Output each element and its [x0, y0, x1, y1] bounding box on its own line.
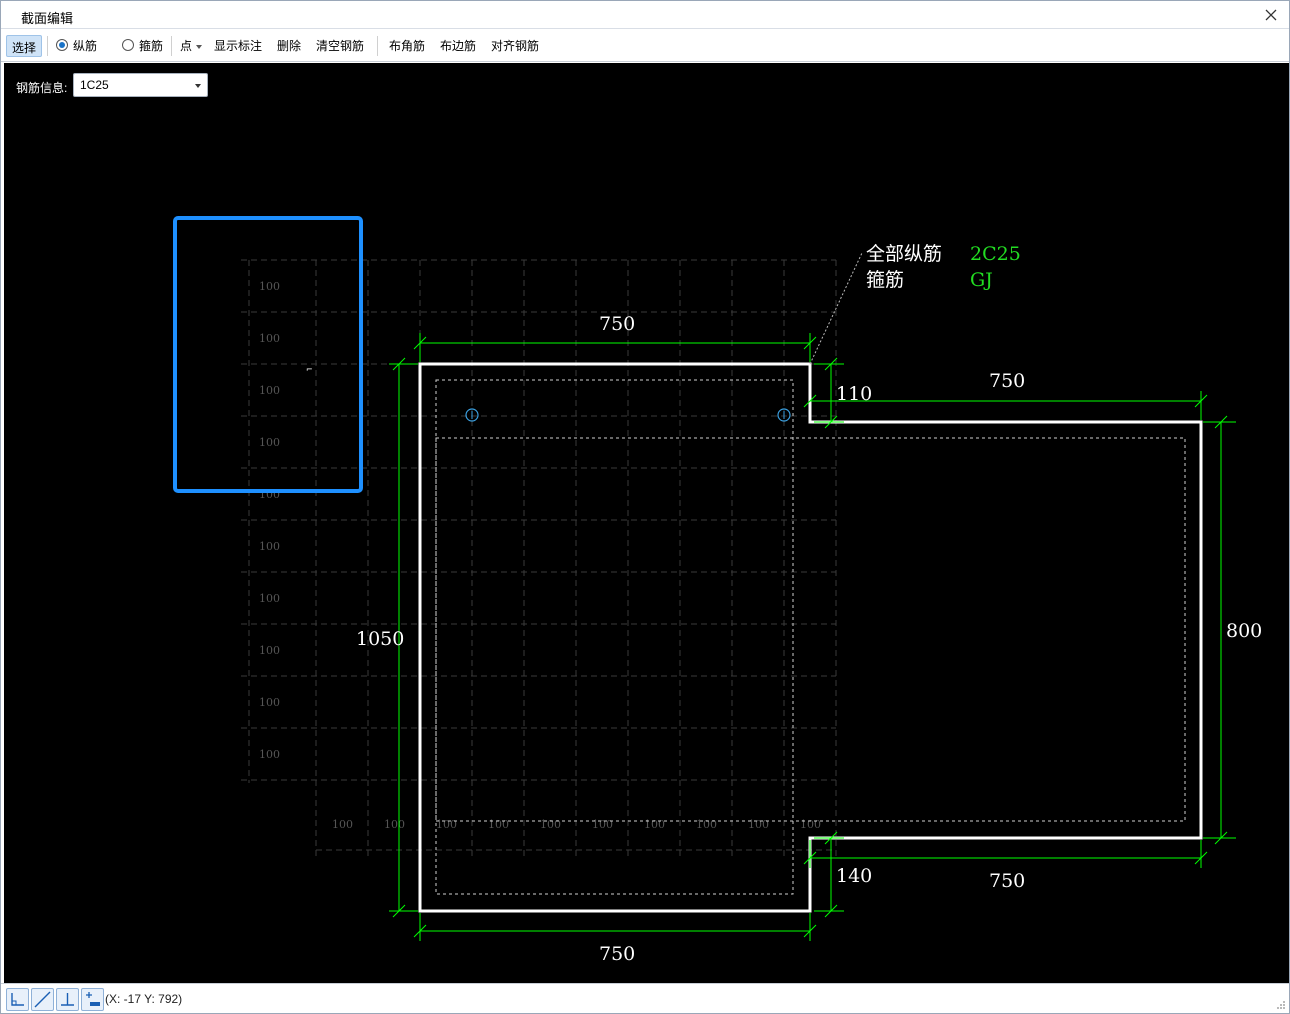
annotation-stirrup-label: 箍筋	[866, 269, 904, 291]
grid-label: 100	[488, 818, 509, 831]
perpendicular-snap-button[interactable]	[56, 988, 79, 1011]
dim-step-bottom: 140	[836, 865, 872, 887]
grid-label: 100	[696, 818, 717, 831]
dim-left-height: 1050	[356, 628, 404, 650]
delete-button[interactable]: 删除	[277, 39, 302, 53]
dimension-lines	[389, 333, 1236, 941]
grid-label: 100	[384, 818, 405, 831]
grid-label: 100	[800, 818, 821, 831]
title-bar: 截面编辑	[1, 1, 1289, 29]
window-title: 截面编辑	[21, 11, 74, 26]
select-button[interactable]: 选择	[6, 35, 43, 57]
edge-rebar-button[interactable]: 布边筋	[440, 39, 477, 53]
dim-right-bottom-width: 750	[989, 870, 1025, 892]
corner-rebar-button[interactable]: 布角筋	[389, 39, 426, 53]
dim-right-top-width: 750	[989, 370, 1025, 392]
dim-step-top: 110	[836, 383, 872, 405]
grid-label: 100	[259, 540, 280, 553]
show-dims-button[interactable]: 显示标注	[214, 39, 263, 53]
rebar-point[interactable]	[777, 408, 791, 422]
stirrup-right	[435, 437, 1186, 822]
grid-label: 100	[259, 280, 280, 293]
line-snap-button[interactable]	[31, 988, 54, 1011]
grid	[241, 259, 837, 858]
grid-label: 100	[259, 436, 280, 449]
ortho-snap-button[interactable]	[6, 988, 29, 1011]
grid-label: 100	[540, 818, 561, 831]
rebar-info-label: 钢筋信息:	[16, 81, 68, 95]
rebar-preview-box	[173, 216, 363, 493]
section-drawing[interactable]: 100 100 100 100 100 100 100 100 100 100 100 100 100 1…	[4, 63, 1289, 983]
grid-label: 100	[644, 818, 665, 831]
perpendicular-icon	[61, 993, 74, 1006]
resize-grip-icon[interactable]	[1276, 1000, 1286, 1010]
diagonal-line-icon	[34, 991, 51, 1008]
annotation-stirrup-value: GJ	[970, 269, 993, 291]
grid-label: 100	[259, 332, 280, 345]
dim-bottom-width: 750	[599, 943, 635, 965]
status-bar: (X: -17 Y: 792)	[1, 983, 1289, 1013]
offset-snap-button[interactable]	[81, 988, 104, 1011]
longitudinal-radio[interactable]	[56, 39, 68, 51]
chevron-down-icon	[195, 84, 201, 88]
toolbar: 选择 纵筋 箍筋 点 显示标注 删除 清空钢筋 布角筋 布边筋 对齐钢筋	[1, 30, 1289, 62]
grid-label: 100	[259, 748, 280, 761]
section-outline	[418, 362, 1203, 913]
point-dropdown-label: 点	[180, 39, 193, 53]
grid-label: 100	[259, 696, 280, 709]
dim-right-height: 800	[1226, 620, 1262, 642]
grid-label: 100	[259, 644, 280, 657]
dim-top-width: 750	[599, 313, 635, 335]
chevron-down-icon	[196, 44, 203, 49]
stirrup-radio[interactable]	[122, 39, 134, 51]
ortho-corner-icon	[11, 993, 24, 1006]
toolbar-separator	[171, 36, 172, 56]
drawing-canvas[interactable]: 100 100 100 100 100 100 100 100 100 100 100 100 100 1…	[4, 63, 1289, 983]
rebar-info-select[interactable]: 1C25	[73, 73, 208, 97]
grid-label: 100	[748, 818, 769, 831]
toolbar-separator	[47, 36, 48, 56]
point-dropdown[interactable]: 点	[180, 37, 203, 54]
annotation-leader	[809, 252, 863, 365]
grid-label: 100	[259, 384, 280, 397]
annotation-all-label: 全部纵筋	[866, 243, 942, 265]
close-icon	[1265, 9, 1277, 21]
toolbar-separator	[377, 36, 378, 56]
offset-plus-icon	[86, 992, 100, 1006]
annotation-all-value: 2C25	[970, 243, 1021, 265]
longitudinal-radio-label[interactable]: 纵筋	[73, 39, 98, 53]
stirrup-radio-label[interactable]: 箍筋	[139, 39, 164, 53]
rebar-info-value: 1C25	[80, 78, 109, 92]
rebar-point[interactable]	[465, 408, 479, 422]
grid-label: 100	[436, 818, 457, 831]
cursor-coordinates: (X: -17 Y: 792)	[105, 992, 183, 1006]
grid-label: 100	[259, 592, 280, 605]
close-button[interactable]	[1261, 5, 1281, 25]
clear-rebar-button[interactable]: 清空钢筋	[316, 39, 365, 53]
stirrup-left	[435, 379, 794, 895]
select-button-label: 选择	[12, 41, 37, 55]
grid-label: 100	[332, 818, 353, 831]
grid-label: 100	[592, 818, 613, 831]
cursor-marker: ⌐	[306, 365, 313, 374]
align-rebar-button[interactable]: 对齐钢筋	[491, 39, 540, 53]
